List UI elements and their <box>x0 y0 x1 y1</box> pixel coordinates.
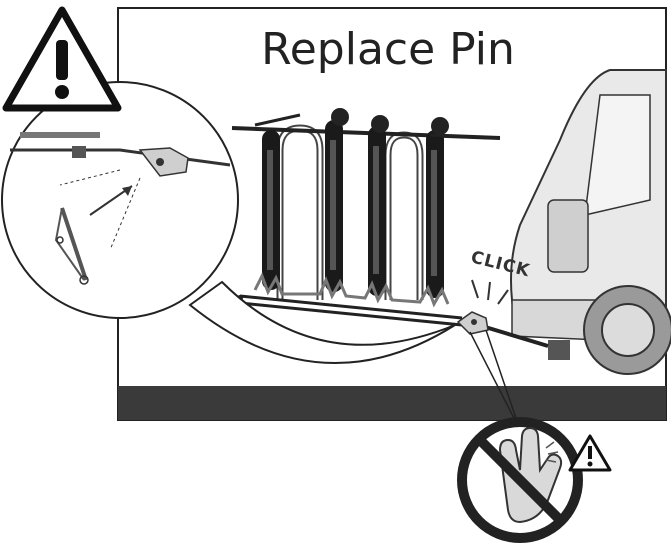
bike-3 <box>368 115 389 296</box>
bike-4 <box>426 117 491 298</box>
hitch-pin <box>456 311 489 335</box>
small-warning-icon <box>568 434 612 472</box>
bike-2 <box>325 108 349 292</box>
vehicle <box>510 69 671 375</box>
bike-1 <box>254 113 301 290</box>
callout-pointer <box>469 329 521 431</box>
click-sound-lines <box>471 279 509 305</box>
detail-magnifier <box>1 81 456 365</box>
page-title: Replace Pin <box>261 24 515 75</box>
pin-icon <box>54 207 89 285</box>
warning-triangle-icon <box>2 6 122 112</box>
ground <box>118 386 666 420</box>
bikes <box>253 108 491 308</box>
no-hand-icon <box>457 417 583 543</box>
